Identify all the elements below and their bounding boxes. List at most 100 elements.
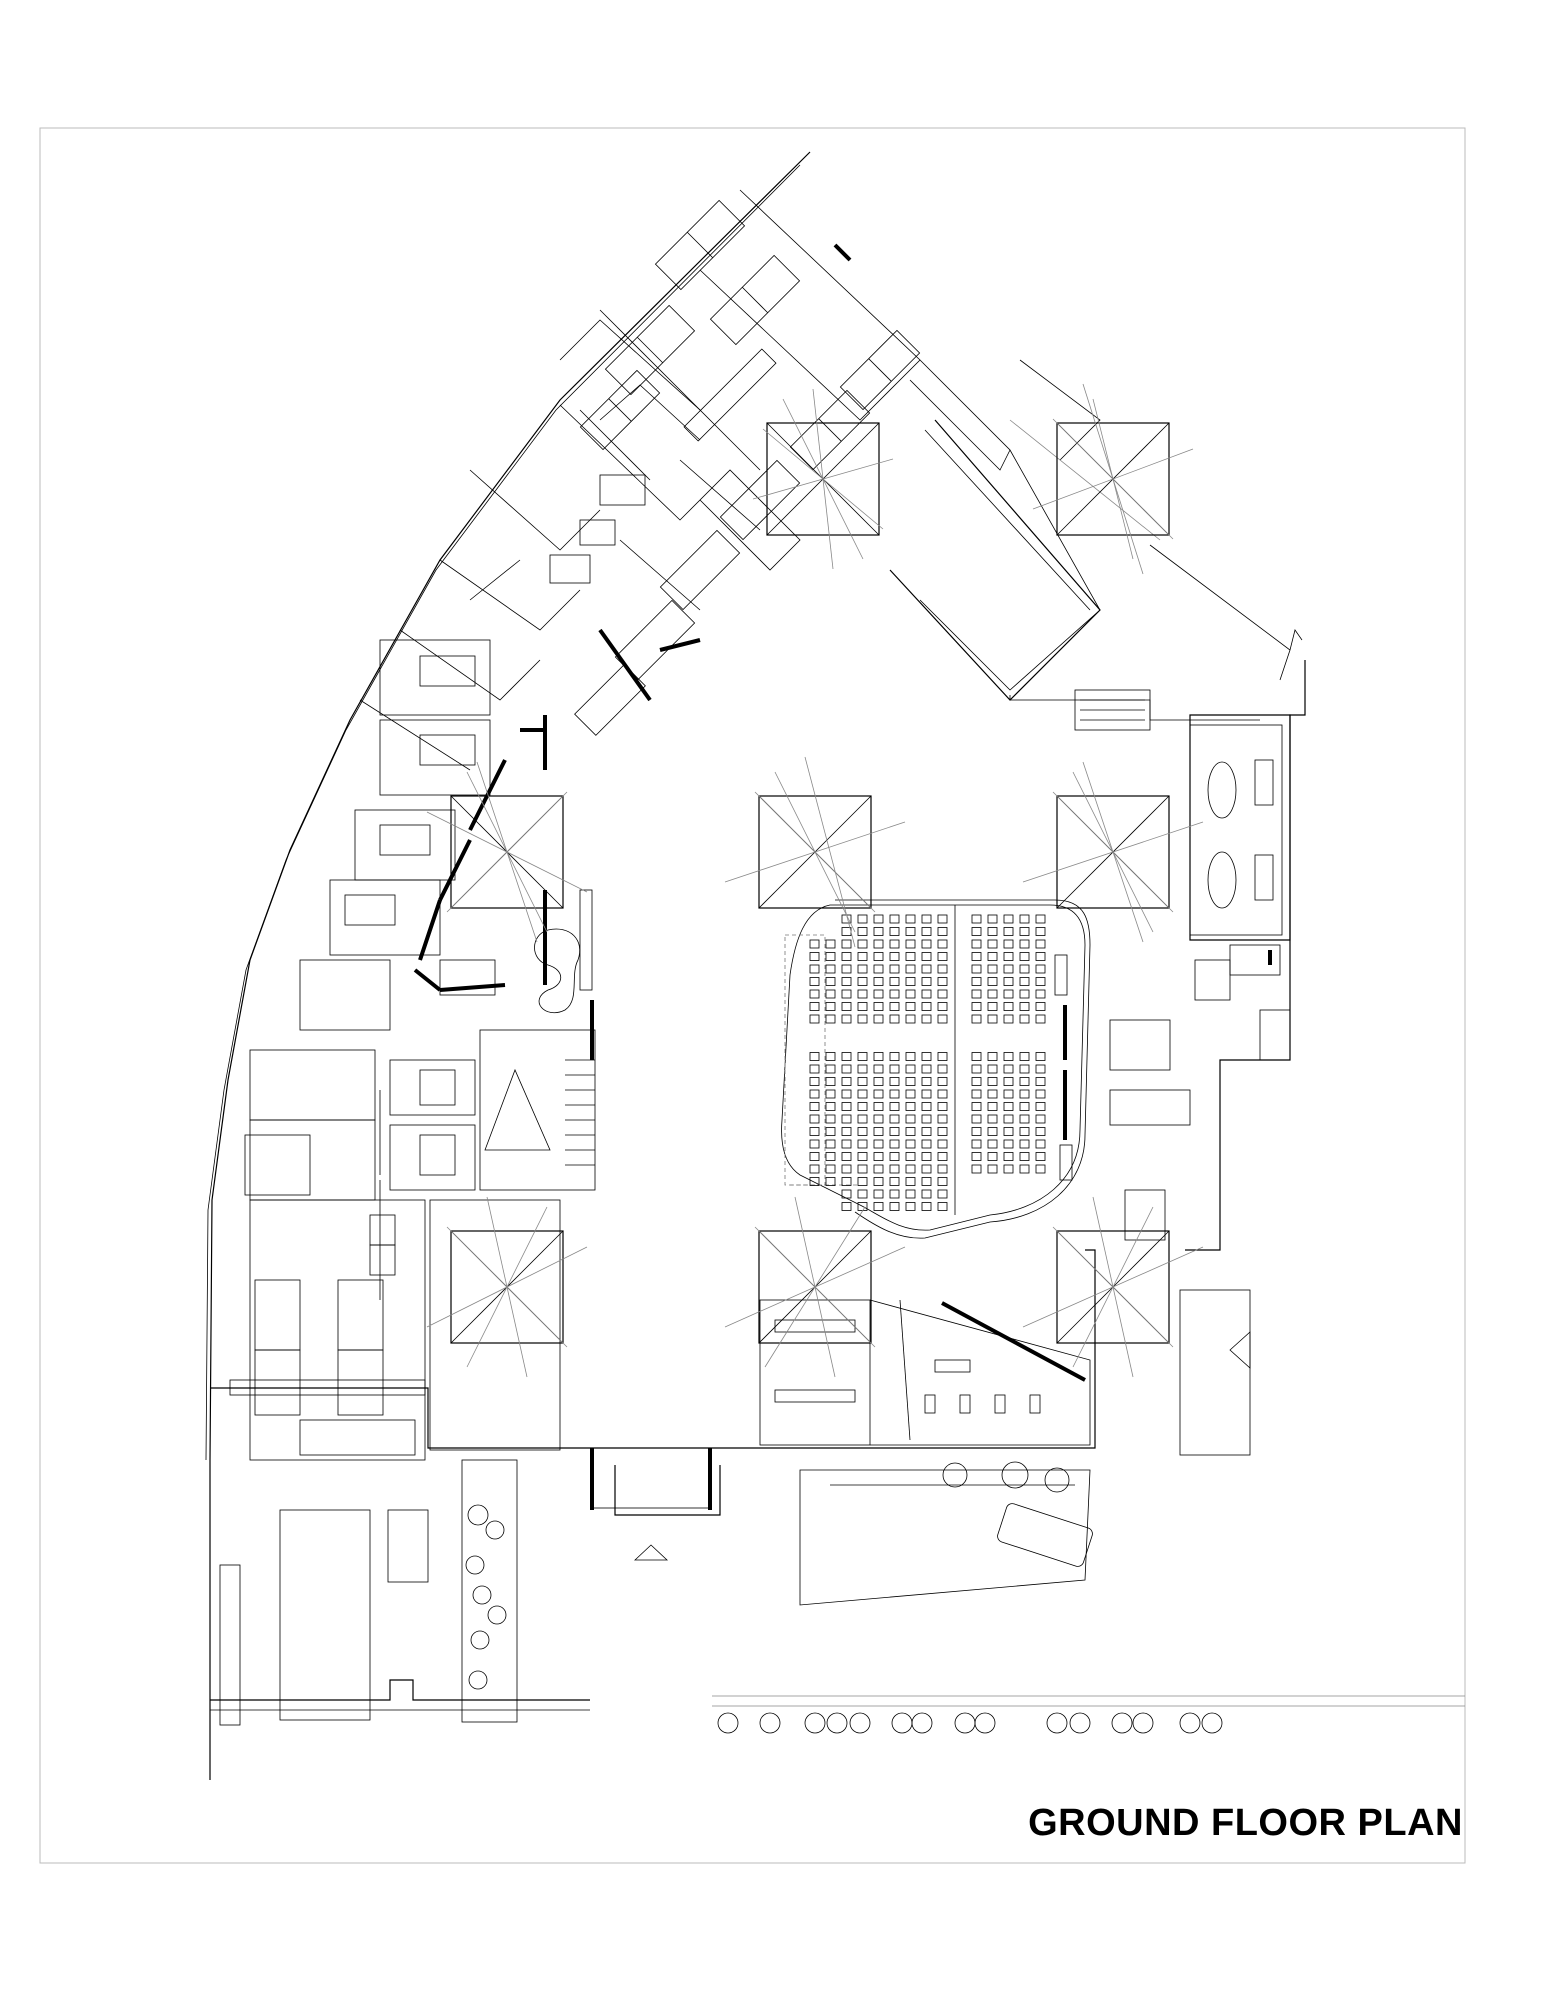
seat bbox=[841, 1077, 852, 1086]
skylight-pyramids bbox=[450, 422, 1170, 1344]
seat bbox=[857, 952, 868, 961]
seat bbox=[921, 927, 932, 936]
seat bbox=[841, 964, 852, 974]
seat bbox=[857, 914, 868, 924]
seat bbox=[905, 1189, 916, 1199]
seat bbox=[937, 1189, 948, 1199]
seat bbox=[809, 964, 820, 974]
seat bbox=[809, 1064, 820, 1074]
seat bbox=[841, 1127, 852, 1136]
seat bbox=[1003, 1052, 1014, 1061]
seat bbox=[873, 964, 884, 974]
seat bbox=[857, 1077, 868, 1086]
seat bbox=[905, 1177, 916, 1186]
seat bbox=[857, 1102, 868, 1111]
seat bbox=[825, 939, 836, 949]
seat bbox=[937, 1202, 948, 1211]
seat bbox=[889, 1089, 900, 1099]
seat bbox=[937, 952, 948, 961]
seat bbox=[857, 1052, 868, 1061]
entrance-portal bbox=[590, 1447, 712, 1561]
seat bbox=[905, 1089, 916, 1099]
seat bbox=[1019, 977, 1030, 986]
seat bbox=[841, 1152, 852, 1161]
seat bbox=[841, 952, 852, 961]
seat bbox=[809, 1127, 820, 1136]
seat bbox=[987, 1014, 998, 1024]
seat bbox=[1003, 964, 1014, 974]
seat bbox=[1003, 927, 1014, 936]
seat bbox=[987, 1139, 998, 1149]
seat bbox=[937, 1164, 948, 1174]
seat bbox=[1035, 939, 1046, 949]
seat bbox=[873, 952, 884, 961]
seat bbox=[1035, 1002, 1046, 1011]
seat bbox=[841, 1014, 852, 1024]
seat bbox=[825, 1002, 836, 1011]
seat bbox=[987, 1089, 998, 1099]
seat bbox=[857, 1152, 868, 1161]
seat bbox=[1003, 1014, 1014, 1024]
seat bbox=[921, 1102, 932, 1111]
seat bbox=[987, 1064, 998, 1074]
seat bbox=[857, 1064, 868, 1074]
seat bbox=[987, 989, 998, 999]
seat bbox=[1035, 1127, 1046, 1136]
seat bbox=[905, 1102, 916, 1111]
seat bbox=[841, 1114, 852, 1124]
auditorium-seating bbox=[781, 899, 1091, 1239]
seat bbox=[873, 1102, 884, 1111]
seat bbox=[889, 1014, 900, 1024]
seat bbox=[937, 1089, 948, 1099]
seat bbox=[921, 1177, 932, 1186]
seat bbox=[857, 1014, 868, 1024]
seat bbox=[1035, 1139, 1046, 1149]
seat bbox=[857, 939, 868, 949]
seat bbox=[873, 1177, 884, 1186]
seat bbox=[825, 1164, 836, 1174]
seat bbox=[921, 964, 932, 974]
seat bbox=[1035, 989, 1046, 999]
seat bbox=[841, 1139, 852, 1149]
seat bbox=[905, 964, 916, 974]
seat bbox=[809, 1177, 820, 1186]
seat bbox=[841, 1164, 852, 1174]
seat bbox=[873, 1089, 884, 1099]
seat bbox=[921, 989, 932, 999]
seat bbox=[921, 1189, 932, 1199]
seat bbox=[889, 927, 900, 936]
site-boundary bbox=[209, 1460, 590, 1780]
seat bbox=[841, 1052, 852, 1061]
seat bbox=[905, 1077, 916, 1086]
seat bbox=[987, 1002, 998, 1011]
south-conference bbox=[759, 1299, 1091, 1446]
seat bbox=[873, 1052, 884, 1061]
seat bbox=[921, 1127, 932, 1136]
seat bbox=[1035, 1064, 1046, 1074]
seat bbox=[1035, 914, 1046, 924]
seat bbox=[825, 1064, 836, 1074]
seat bbox=[857, 1164, 868, 1174]
seat bbox=[1035, 977, 1046, 986]
seat bbox=[1003, 952, 1014, 961]
seat bbox=[825, 1052, 836, 1061]
seat bbox=[987, 1077, 998, 1086]
entrance-arrow-icon bbox=[633, 1544, 669, 1561]
seat bbox=[1003, 989, 1014, 999]
seat bbox=[905, 1064, 916, 1074]
seat bbox=[809, 1089, 820, 1099]
seat bbox=[1019, 1014, 1030, 1024]
seat bbox=[1003, 1139, 1014, 1149]
seat bbox=[809, 1014, 820, 1024]
seat bbox=[905, 1002, 916, 1011]
seat bbox=[937, 1127, 948, 1136]
seat bbox=[1003, 1114, 1014, 1124]
seat bbox=[937, 1064, 948, 1074]
seat bbox=[1003, 1077, 1014, 1086]
building-outline bbox=[205, 151, 1306, 1780]
seat bbox=[971, 1064, 982, 1074]
seat bbox=[987, 939, 998, 949]
seat bbox=[825, 1152, 836, 1161]
north-wing-desks bbox=[344, 199, 921, 996]
seat bbox=[921, 1002, 932, 1011]
